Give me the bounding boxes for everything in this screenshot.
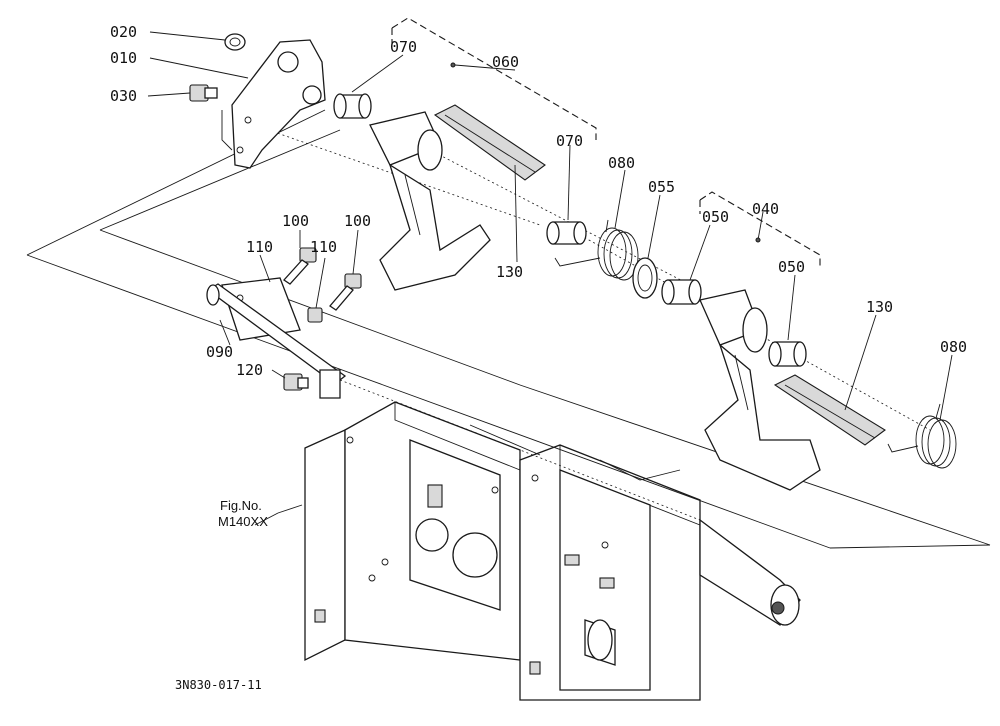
label-130-a: 130 (496, 263, 523, 281)
part-030-bolt (189, 84, 218, 102)
part-100-bolt-a (283, 247, 317, 285)
label-130-b: 130 (866, 298, 893, 316)
part-100-bolt-b (329, 273, 362, 311)
label-100-b: 100 (344, 212, 371, 230)
part-110-nut-b (307, 307, 323, 323)
part-060-pedal (369, 111, 491, 291)
label-120: 120 (236, 361, 263, 379)
label-110-b: 110 (310, 238, 337, 256)
label-020: 020 (110, 23, 137, 41)
label-050-a: 050 (702, 208, 729, 226)
label-055: 055 (648, 178, 675, 196)
part-090-shaft (206, 277, 347, 399)
label-080-b: 080 (940, 338, 967, 356)
label-090: 090 (206, 343, 233, 361)
label-010: 010 (110, 49, 137, 67)
figure-number-label: Fig.No. (220, 498, 262, 513)
label-040: 040 (752, 200, 779, 218)
label-060: 060 (492, 53, 519, 71)
part-070-bushing-b (546, 221, 587, 245)
part-050-bushing-a (661, 279, 702, 305)
part-040-pedal (699, 289, 821, 491)
label-110-a: 110 (246, 238, 273, 256)
label-100-a: 100 (282, 212, 309, 230)
leader-lines (147, 31, 953, 526)
group-bracket-040 (699, 191, 821, 268)
label-070-b: 070 (556, 132, 583, 150)
part-120-bolt (283, 373, 309, 391)
part-070-bushing-a (333, 93, 372, 119)
part-080-spring-b (887, 403, 957, 469)
figure-number-value: M140XX (218, 514, 268, 529)
group-bracket-060 (391, 17, 597, 140)
part-labels: 020 010 030 070 060 070 080 055 050 040 … (110, 23, 967, 379)
part-130-pad-b (773, 374, 886, 446)
drawing-code: 3N830-017-11 (175, 678, 262, 692)
part-130-pad-a (433, 104, 546, 181)
figure-reference: Fig.No. M140XX (218, 498, 268, 529)
label-050-b: 050 (778, 258, 805, 276)
label-070-a: 070 (390, 38, 417, 56)
part-020-ring (224, 33, 246, 51)
part-010-bracket (221, 39, 326, 169)
part-055-washer (632, 257, 658, 299)
part-080-spring-a (554, 219, 639, 281)
label-080-a: 080 (608, 154, 635, 172)
part-050-bushing-b (768, 341, 807, 367)
label-030: 030 (110, 87, 137, 105)
frame-assembly (304, 401, 801, 701)
